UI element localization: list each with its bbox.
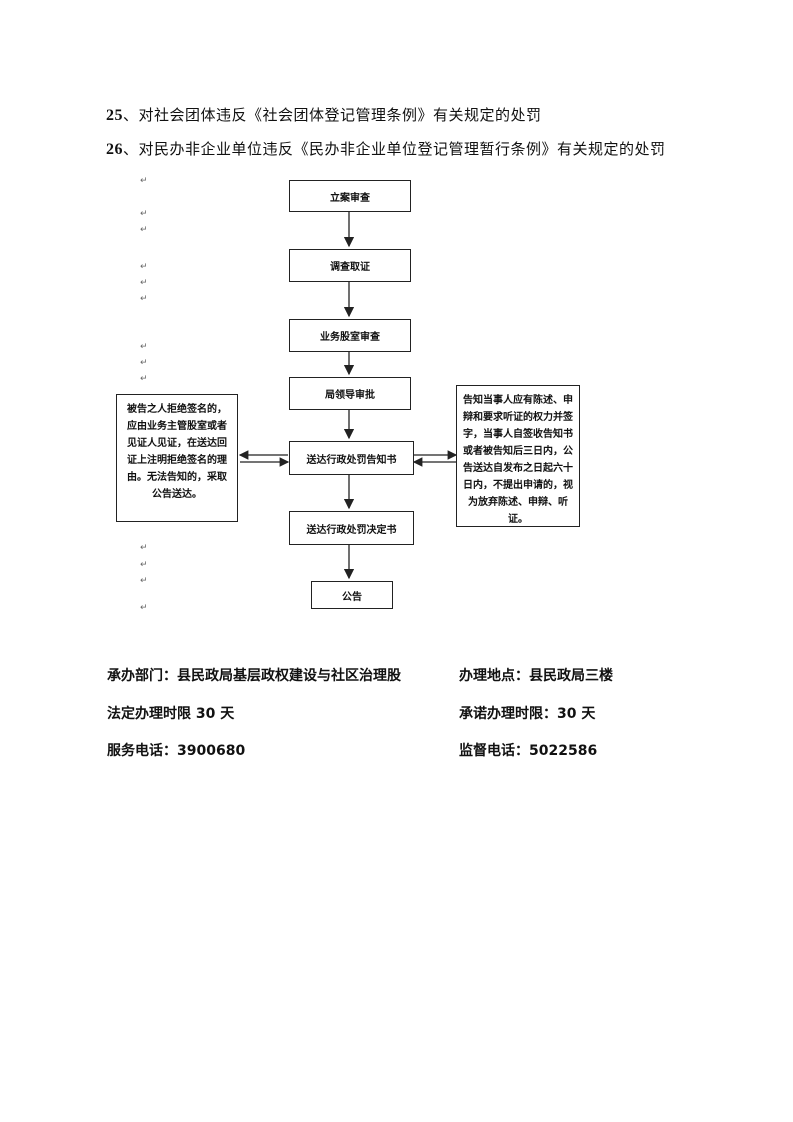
step-announcement: 公告 [311, 581, 393, 609]
step-label: 立案审查 [330, 192, 370, 204]
paragraph-mark: ↵ [140, 374, 148, 384]
step-label: 业务股室审查 [320, 332, 380, 343]
step-label: 送达行政处罚告知书 [306, 454, 397, 466]
paragraph-mark: ↵ [140, 294, 148, 304]
step-deliver-notice: 送达行政处罚告知书 [289, 441, 414, 475]
step-label: 送达行政处罚决定书 [306, 524, 397, 536]
step-filing-review: 立案审查 [289, 180, 411, 212]
paragraph-mark: ↵ [140, 342, 148, 352]
legal-time-limit: 法定办理时限 30 天 [107, 706, 235, 722]
heading-number: 25 [106, 107, 123, 124]
left-note-text: 被告之人拒绝签名的，应由业务主管股室或者见证人见证，在送达回证上注明拒绝签名的理… [127, 404, 227, 500]
step-leader-approval: 局领导审批 [289, 377, 411, 410]
step-investigation: 调查取证 [289, 249, 411, 282]
paragraph-mark: ↵ [140, 603, 148, 613]
heading-text: 、对民办非企业单位违反《民办非企业单位登记管理暂行条例》有关规定的处罚 [123, 140, 666, 158]
paragraph-mark: ↵ [140, 176, 148, 186]
step-department-review: 业务股室审查 [289, 319, 411, 352]
paragraph-mark: ↵ [140, 225, 148, 235]
step-label: 局领导审批 [325, 390, 375, 401]
supervision-phone: 监督电话：5022586 [459, 743, 598, 759]
step-label: 调查取证 [330, 262, 370, 273]
service-phone: 服务电话：3900680 [107, 743, 246, 759]
paragraph-mark: ↵ [140, 543, 148, 553]
right-note-text: 告知当事人应有陈述、申辩和要求听证的权力并签字，当事人自签收告知书或者被告知后三… [463, 395, 573, 525]
handling-location: 办理地点：县民政局三楼 [459, 668, 613, 684]
left-note-box: 被告之人拒绝签名的，应由业务主管股室或者见证人见证，在送达回证上注明拒绝签名的理… [116, 394, 238, 522]
paragraph-mark: ↵ [140, 576, 148, 586]
right-note-box: 告知当事人应有陈述、申辩和要求听证的权力并签字，当事人自签收告知书或者被告知后三… [456, 385, 580, 527]
paragraph-mark: ↵ [140, 262, 148, 272]
section-heading-26: 26、对民办非企业单位违反《民办非企业单位登记管理暂行条例》有关规定的处罚 [106, 138, 666, 159]
section-heading-25: 25、对社会团体违反《社会团体登记管理条例》有关规定的处罚 [106, 104, 542, 125]
promised-time-limit: 承诺办理时限：30 天 [459, 706, 596, 722]
heading-number: 26 [106, 141, 123, 158]
paragraph-mark: ↵ [140, 209, 148, 219]
paragraph-mark: ↵ [140, 278, 148, 288]
step-label: 公告 [342, 591, 362, 603]
heading-text: 、对社会团体违反《社会团体登记管理条例》有关规定的处罚 [123, 106, 542, 124]
handling-department: 承办部门：县民政局基层政权建设与社区治理股 [107, 668, 401, 684]
paragraph-mark: ↵ [140, 560, 148, 570]
step-deliver-decision: 送达行政处罚决定书 [289, 511, 414, 545]
paragraph-mark: ↵ [140, 358, 148, 368]
